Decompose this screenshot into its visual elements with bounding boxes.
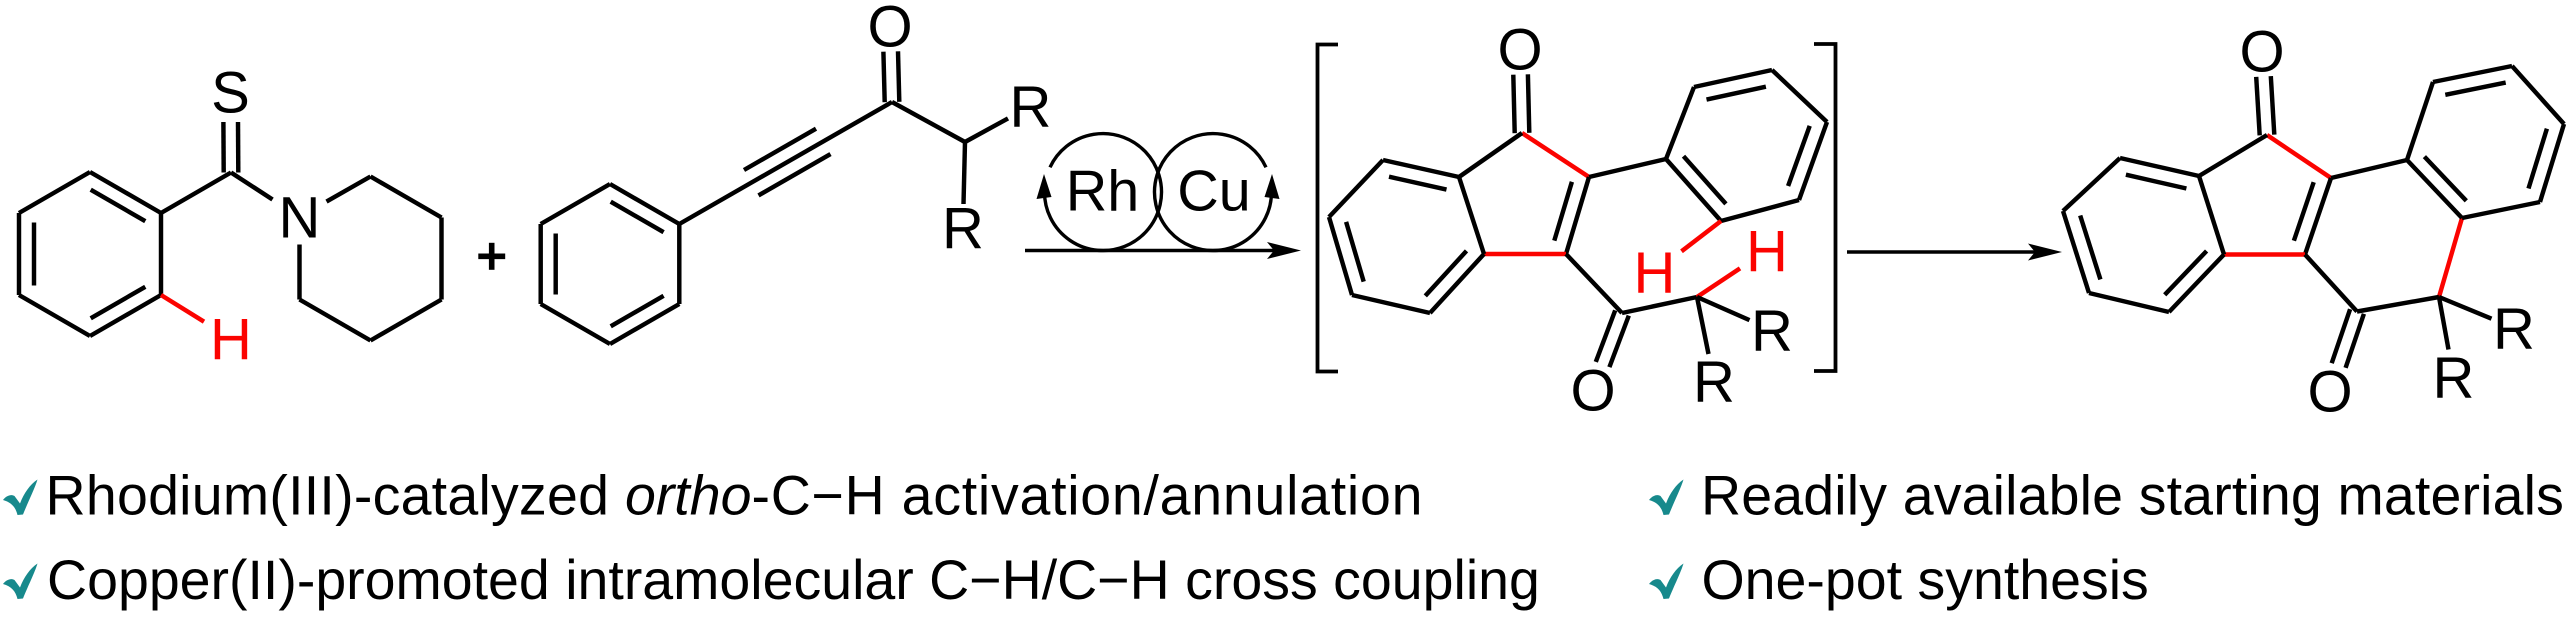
svg-text:N: N — [279, 185, 321, 250]
svg-text:R: R — [1010, 74, 1052, 139]
svg-text:Rh: Rh — [1066, 160, 1140, 224]
svg-text:H: H — [210, 307, 252, 372]
svg-text:R: R — [2493, 296, 2535, 361]
svg-text:O: O — [867, 0, 912, 59]
svg-text:H: H — [1746, 219, 1788, 284]
svg-text:R: R — [942, 196, 984, 261]
svg-text:R: R — [1693, 349, 1735, 414]
svg-text:O: O — [1570, 358, 1615, 423]
svg-text:One-pot synthesis: One-pot synthesis — [1702, 549, 2149, 611]
svg-text:O: O — [2307, 359, 2352, 424]
svg-text:R: R — [1751, 298, 1793, 363]
svg-text:H: H — [1634, 240, 1676, 305]
svg-text:R: R — [2433, 345, 2475, 410]
svg-text:Copper(II)-promoted intramolec: Copper(II)-promoted intramolecular C−H/C… — [47, 549, 1540, 611]
svg-text:S: S — [211, 60, 250, 125]
svg-text:Cu: Cu — [1177, 160, 1251, 224]
svg-text:O: O — [2239, 19, 2284, 84]
svg-text:O: O — [1497, 17, 1542, 82]
svg-text:Readily available starting mat: Readily available starting materials — [1701, 465, 2564, 527]
svg-text:Rhodium(III)-catalyzed ortho-C: Rhodium(III)-catalyzed ortho-C−H activat… — [46, 465, 1424, 527]
